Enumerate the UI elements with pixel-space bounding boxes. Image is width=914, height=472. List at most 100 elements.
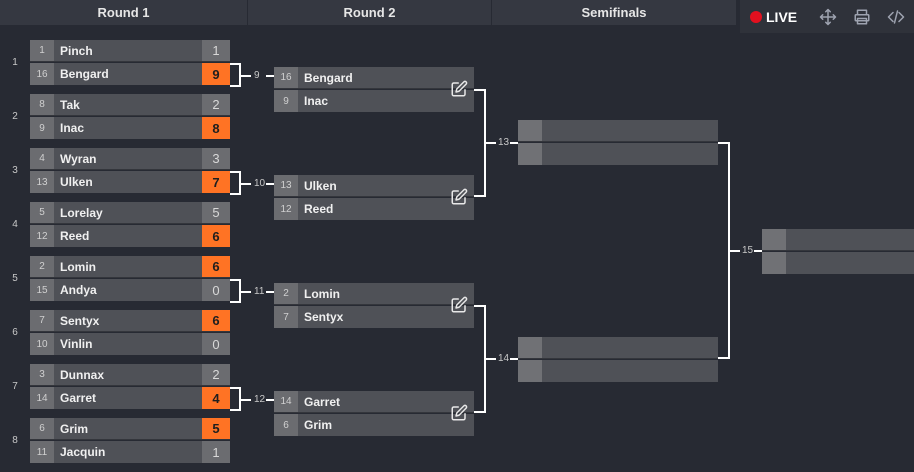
r2-match-2-player-1[interactable]: 13 Ulken (274, 175, 474, 197)
edit-match-button[interactable] (448, 294, 470, 316)
edit-match-button[interactable] (448, 402, 470, 424)
final-slot-1[interactable] (762, 229, 914, 251)
connector-14-out (486, 358, 496, 360)
seed: 7 (30, 310, 54, 331)
seed (518, 120, 542, 141)
move-button[interactable] (811, 5, 845, 29)
final-slot-2[interactable] (762, 252, 914, 274)
connector-10 (230, 171, 241, 195)
match-number-15: 15 (742, 245, 754, 256)
seed (518, 360, 542, 382)
seed: 13 (274, 175, 298, 196)
connector-out (241, 183, 251, 185)
connector-13-in (510, 142, 518, 144)
seed: 16 (274, 67, 298, 88)
edit-icon (451, 404, 468, 421)
r2-match-1-player-1[interactable]: 16 Bengard (274, 67, 474, 89)
seed: 6 (30, 418, 54, 439)
player-name: Vinlin (60, 337, 93, 351)
player-name: Inac (60, 121, 85, 135)
connector-in (266, 183, 274, 185)
match-number-14: 14 (498, 353, 510, 364)
edit-icon (451, 188, 468, 205)
player-name: Bengard (304, 70, 353, 85)
side-number: 5 (12, 273, 18, 284)
semifinal-2-slot-2[interactable] (518, 360, 718, 382)
player-name: Lorelay (60, 205, 103, 220)
seed: 7 (274, 306, 298, 328)
edit-icon (451, 296, 468, 313)
round-header-2: Round 2 (248, 0, 491, 25)
seed: 9 (30, 117, 54, 139)
seed: 5 (30, 202, 54, 223)
r2-match-3-player-1[interactable]: 2 Lomin (274, 283, 474, 305)
match-number-10: 10 (254, 178, 266, 189)
score: 6 (202, 225, 230, 247)
score: 0 (202, 333, 230, 355)
connector-15-in (754, 250, 762, 252)
match-number-12: 12 (254, 394, 266, 405)
player-name: Tak (60, 97, 80, 112)
player-name: Wyran (60, 151, 97, 166)
round-header-1: Round 1 (0, 0, 247, 25)
match-4-player-1[interactable]: 5 Lorelay 5 (30, 202, 230, 224)
print-button[interactable] (845, 5, 879, 29)
seed: 2 (30, 256, 54, 277)
player-name: Andya (60, 283, 97, 297)
score: 2 (202, 94, 230, 115)
score: 5 (202, 202, 230, 223)
score: 0 (202, 279, 230, 301)
connector-15 (718, 142, 730, 359)
score: 9 (202, 63, 230, 85)
round-header-semifinals: Semifinals (492, 0, 736, 25)
edit-match-button[interactable] (448, 186, 470, 208)
semifinal-1-slot-1[interactable] (518, 120, 718, 142)
score: 6 (202, 256, 230, 277)
match-1-player-2[interactable]: 16 Bengard 9 (30, 63, 230, 85)
seed (762, 229, 786, 250)
live-indicator[interactable]: LIVE (750, 9, 797, 25)
move-icon (819, 8, 837, 25)
semifinal-1-slot-2[interactable] (518, 143, 718, 165)
match-2-player-1[interactable]: 8 Tak 2 (30, 94, 230, 116)
seed: 14 (274, 391, 298, 412)
seed: 2 (274, 283, 298, 304)
edit-icon (451, 80, 468, 97)
seed: 12 (274, 198, 298, 220)
player-name: Pinch (60, 43, 93, 58)
live-label: LIVE (766, 8, 798, 25)
embed-code-icon (887, 9, 905, 24)
score: 6 (202, 310, 230, 331)
edit-match-button[interactable] (448, 78, 470, 100)
player-name: Ulken (60, 175, 93, 189)
seed: 16 (30, 63, 54, 85)
seed (518, 337, 542, 358)
seed: 8 (30, 94, 54, 115)
player-name: Lomin (304, 286, 340, 301)
connector-11 (230, 279, 241, 303)
semifinal-2-slot-1[interactable] (518, 337, 718, 359)
match-number-13: 13 (498, 137, 510, 148)
player-name: Ulken (304, 178, 337, 193)
score: 1 (202, 441, 230, 463)
embed-code-button[interactable] (879, 5, 913, 29)
player-name: Bengard (60, 67, 109, 81)
